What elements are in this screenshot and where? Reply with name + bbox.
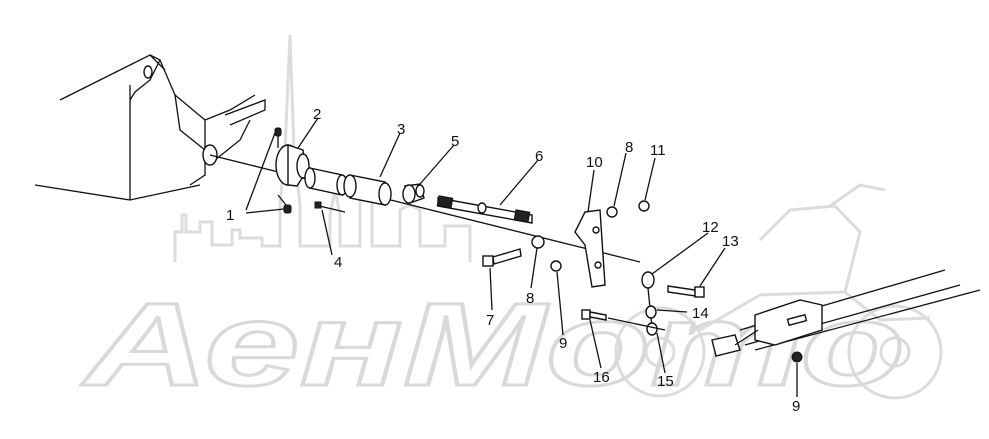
watermark-text: АенМото — [81, 279, 905, 411]
callout-8-lower: 8 — [526, 290, 534, 307]
part-13-bolt — [667, 285, 705, 298]
part-14-link-rod — [645, 305, 658, 336]
callout-3: 3 — [397, 121, 405, 138]
part-5-bushing — [402, 183, 425, 204]
part-4-pin — [314, 201, 346, 213]
callout-16: 16 — [593, 369, 610, 386]
callout-8-upper: 8 — [625, 139, 633, 156]
callout-12: 12 — [702, 219, 719, 236]
part-2-bearing-flange — [275, 144, 310, 187]
part-3-sleeve-front — [304, 167, 348, 196]
frame-housing — [34, 54, 266, 201]
callout-5: 5 — [451, 133, 459, 150]
callout-9-a: 9 — [559, 335, 567, 352]
part-1-screw-lower — [277, 194, 292, 214]
callout-2: 2 — [313, 106, 321, 123]
part-15-rod — [607, 317, 666, 331]
callout-6: 6 — [535, 148, 543, 165]
callout-4: 4 — [334, 254, 342, 271]
rail-bracket — [711, 269, 981, 357]
part-11-nut — [638, 200, 650, 212]
part-10-lever-arm — [574, 209, 606, 288]
part-3-sleeve-rear — [343, 174, 392, 206]
callout-labels: 1 2 3 4 5 6 7 8 8 9 9 9 10 11 12 13 14 1… — [226, 106, 800, 415]
part-12-rod-end — [641, 271, 655, 309]
callout-14: 14 — [692, 305, 709, 322]
callout-11: 11 — [650, 142, 666, 159]
callout-15: 15 — [657, 373, 674, 390]
part-9-nut-c — [791, 351, 803, 363]
leader-lines — [245, 117, 798, 397]
callout-1: 1 — [226, 207, 234, 224]
part-9-nut-a — [550, 260, 562, 272]
part-7-bolt — [482, 248, 522, 267]
watermark-motorcycle — [614, 183, 943, 400]
callout-7: 7 — [486, 312, 494, 329]
part-8-washer-lower — [531, 235, 545, 249]
callout-13: 13 — [722, 233, 739, 250]
part-1-screw-upper — [274, 127, 282, 148]
watermark-skyline — [173, 34, 472, 262]
callout-9-b: 9 — [792, 398, 800, 415]
part-8-washer-upper — [606, 206, 618, 218]
part-6-shaft — [436, 195, 533, 224]
callout-10: 10 — [586, 154, 603, 171]
part-16-bolt — [581, 309, 607, 321]
watermark: АенМото — [79, 34, 943, 413]
